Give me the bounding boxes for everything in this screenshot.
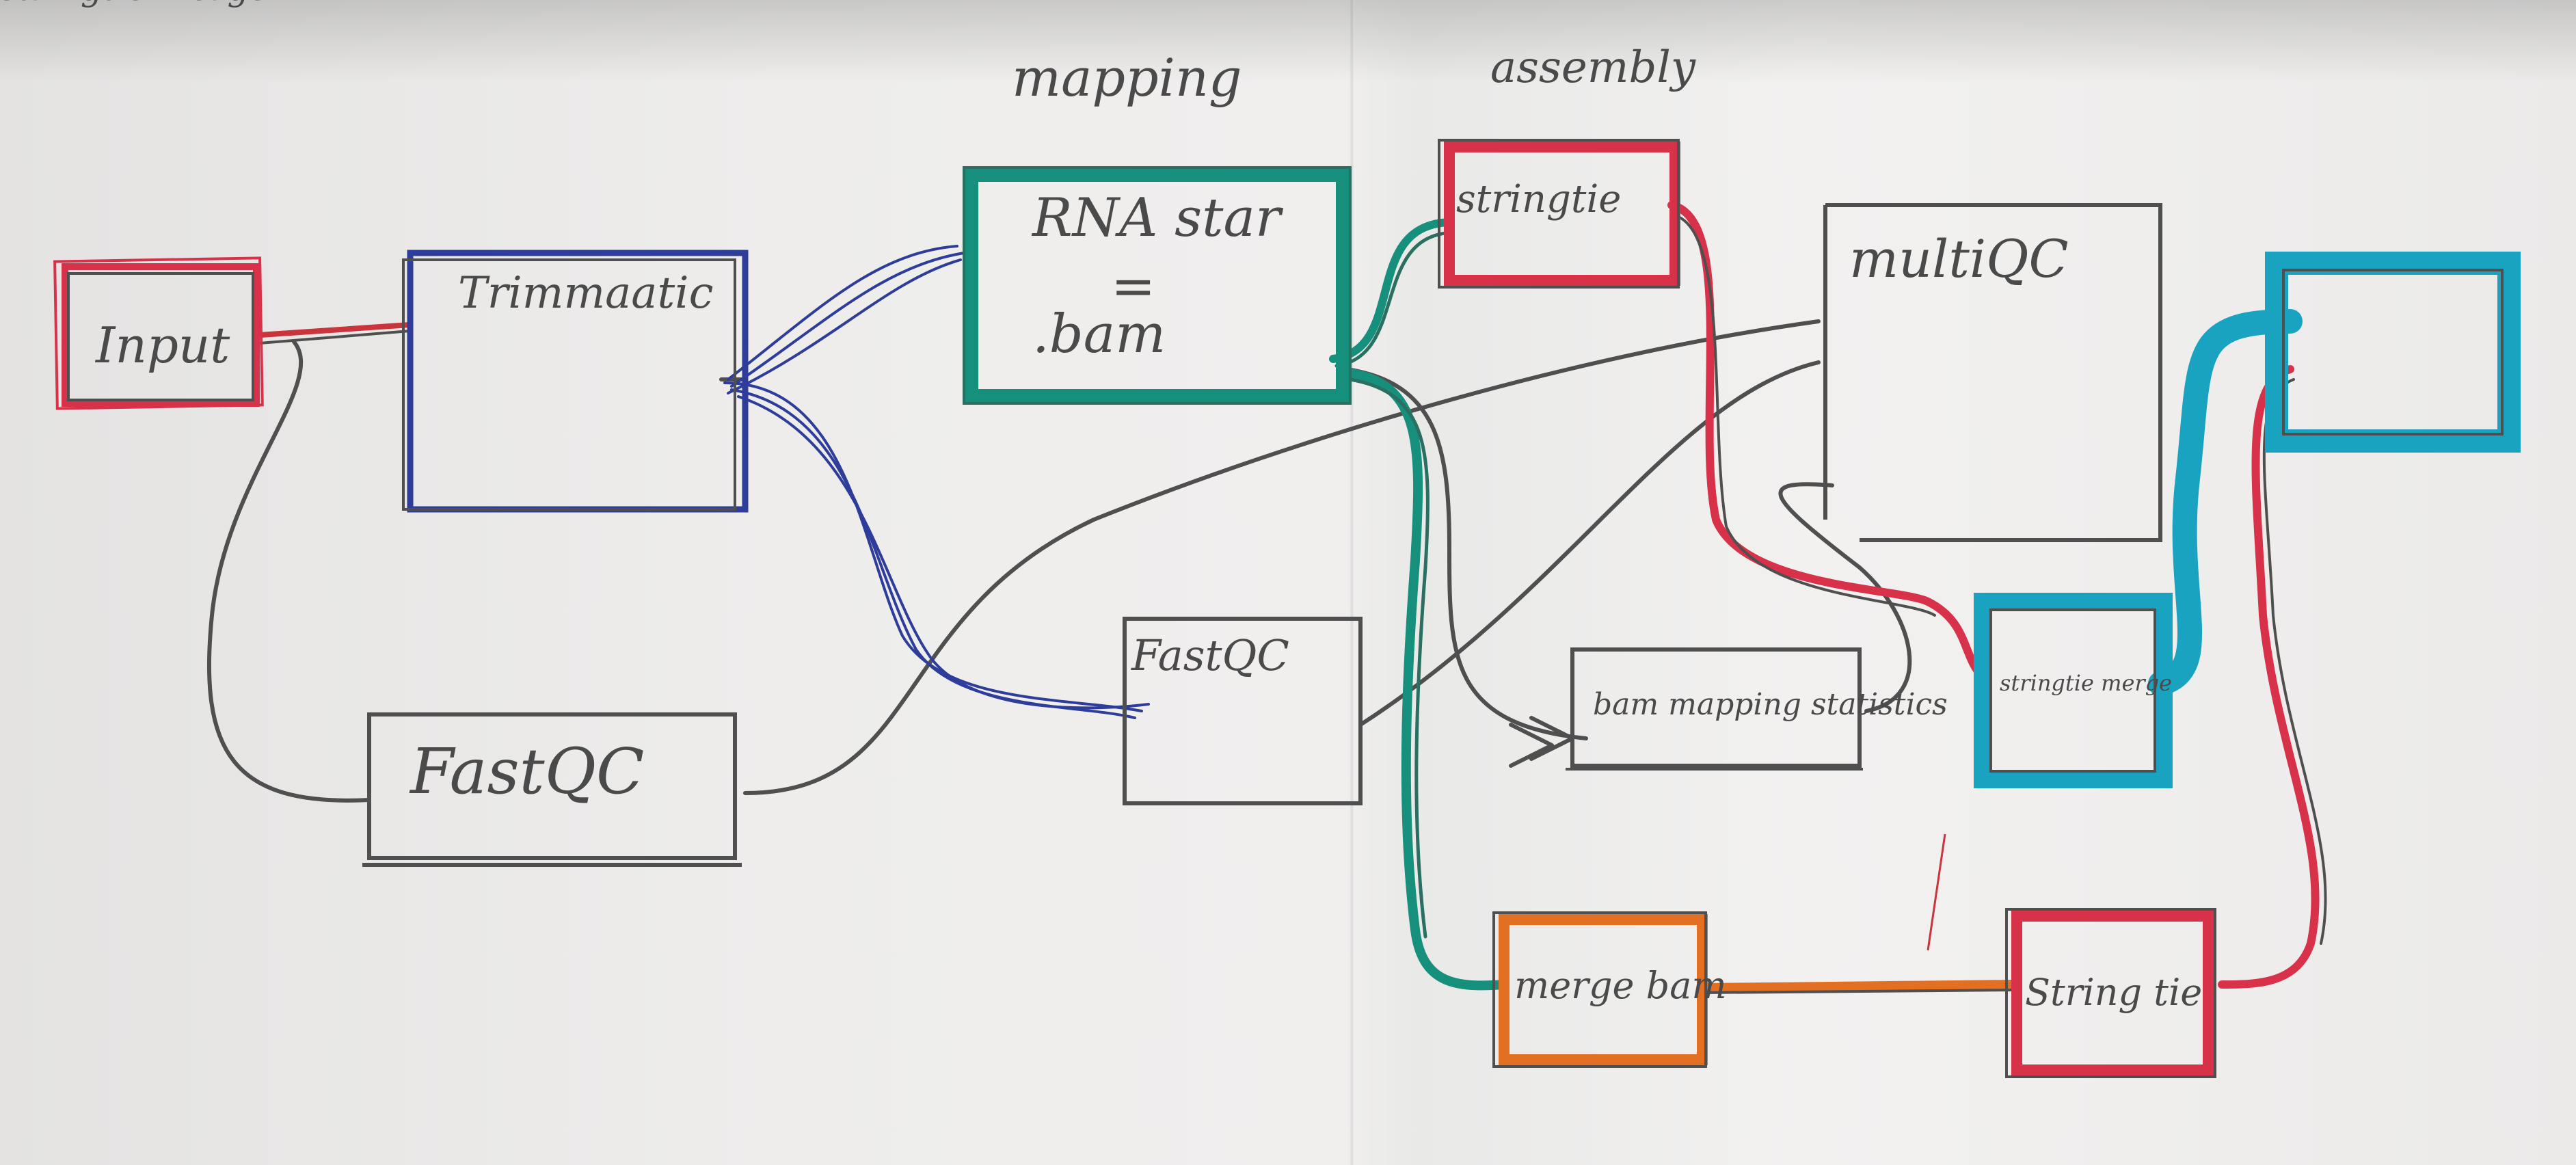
rna-star-to-stringtie-edge [1329, 218, 1455, 368]
fastqc-trimmed-to-multiqc-edge [1358, 360, 1821, 727]
bam-stats-to-multiqc-edge [1778, 482, 1912, 713]
input-label: Input [94, 317, 230, 374]
node-input: Input [53, 256, 264, 410]
bam-mapping-stats-label: bam mapping statistics [1593, 687, 1948, 722]
merge-mid-to-merge-top-edge [2148, 309, 2303, 696]
fastqc-trimmed-label: FastQC [1131, 630, 1289, 680]
node-stringtie-bottom: String tie [2005, 908, 2216, 1078]
node-stringtie-merge-top: stringtie merge [0, 0, 2521, 453]
fastqc-raw-label: FastQC [409, 735, 644, 808]
node-trimmomatic: Trimmaatic [402, 250, 749, 513]
section-label-assembly: assembly [1490, 42, 1696, 93]
node-merge-bam: merge bam [1492, 911, 1727, 1068]
fastqc-raw-to-multiqc-edge [743, 319, 1821, 795]
node-multiqc: multiQC [1823, 203, 2162, 542]
bam-stats-arrowhead-b [1509, 723, 1554, 768]
rna-star-label: RNA star [1031, 187, 1284, 249]
input-to-fastqc-raw-edge [206, 340, 371, 803]
stray-mark [1927, 833, 1946, 951]
trimmomatic-label: Trimmaatic [458, 268, 713, 319]
paper-fold [1350, 0, 1354, 1165]
rna-star-to-bam-stats-edge [1345, 367, 1588, 740]
node-bam-mapping-stats: bam mapping statistics [1566, 647, 1948, 771]
rna-star-bam-label: .bam [1032, 304, 1166, 365]
stringtie-label: stringtie [1456, 177, 1621, 222]
rna-star-equals: = [1111, 256, 1155, 317]
input-to-trimmomatic-edge [257, 322, 413, 338]
stringtie-bottom-label: String tie [2025, 971, 2202, 1014]
stringtie-merge-mid-label: stringtie merge [2000, 670, 2172, 696]
node-stringtie-merge-mid: stringtie merge [1974, 593, 2173, 788]
merge-bam-label: merge bam [1514, 964, 1727, 1007]
merge-top-to-stringtie-bottom-edge [2218, 365, 2320, 989]
section-label-mapping: mapping [1012, 47, 1242, 108]
multiqc-label: multiQC [1849, 228, 2069, 289]
node-rna-star: RNA star = .bam [963, 166, 1352, 405]
node-fastqc-trimmed: FastQC [1123, 617, 1363, 805]
stringtie-merge-top-label: stringtie merge [0, 0, 269, 8]
node-fastqc-raw: FastQC [362, 712, 742, 867]
rna-star-to-merge-bam-edge [1342, 368, 1509, 991]
trimmomatic-outputs-edge [723, 245, 1150, 719]
merge-bam-to-stringtie-edge [1698, 980, 2022, 993]
node-stringtie: stringtie [1438, 139, 1680, 289]
